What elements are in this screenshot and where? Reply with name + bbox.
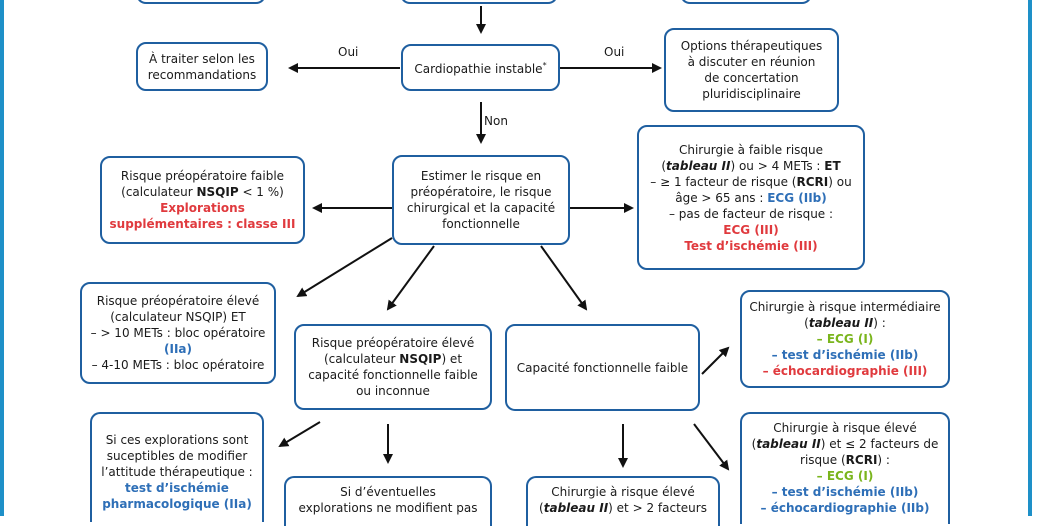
label-oui-right: Oui [604,45,625,59]
box-chirurgie-risque-eleve-plus-2: Chirurgie à risque élevé (tableau II) et… [526,476,720,526]
box-cardiopathie-instable: Cardiopathie instable* [401,44,560,91]
frame-border-left [0,0,4,516]
arrow-estimer-to-capacite-faible [540,245,588,311]
box-chirurgie-risque-eleve-max-2: Chirurgie à risque élevé (tableau II) et… [740,412,950,524]
box-estimer-risque: Estimer le risque en préopératoire, le r… [392,155,570,245]
arrow-risque-eleve-to-si-explorations [278,421,321,448]
box-risque-eleve-capacite: Risque préopératoire élevé (calculateur … [294,324,492,410]
arrow-capacite-to-chir-intermediaire [701,346,730,375]
arrow-capacite-to-chir-eleve-le2 [693,423,730,471]
label-oui-left: Oui [338,45,359,59]
box-si-eventuelles-explorations: Si d’éventuelles explorations ne modifie… [284,476,492,526]
frame-border-right [1028,0,1032,516]
box-options-therapeutiques: Options thérapeutiques à discuter en réu… [664,28,839,112]
box-capacite-fonctionnelle-faible: Capacité fonctionnelle faible [505,324,700,411]
label-non: Non [484,114,508,128]
box-chirurgie-risque-intermediaire: Chirurgie à risque intermédiaire (tablea… [740,290,950,388]
arrow-estimer-to-risque-eleve-mets [296,237,393,298]
box-chirurgie-faible-risque: Chirurgie à faible risque (tableau II) o… [637,125,865,270]
box-a-traiter: À traiter selon les recommandations [136,42,268,91]
box-risque-preoperatoire-faible: Risque préopératoire faible (calculateur… [100,156,305,244]
box-si-ces-explorations: Si ces explorations sont suceptibles de … [90,412,264,522]
arrow-estimer-to-risque-eleve-capacite [386,245,435,311]
box-risque-eleve-mets: Risque préopératoire élevé (calculateur … [80,282,276,384]
